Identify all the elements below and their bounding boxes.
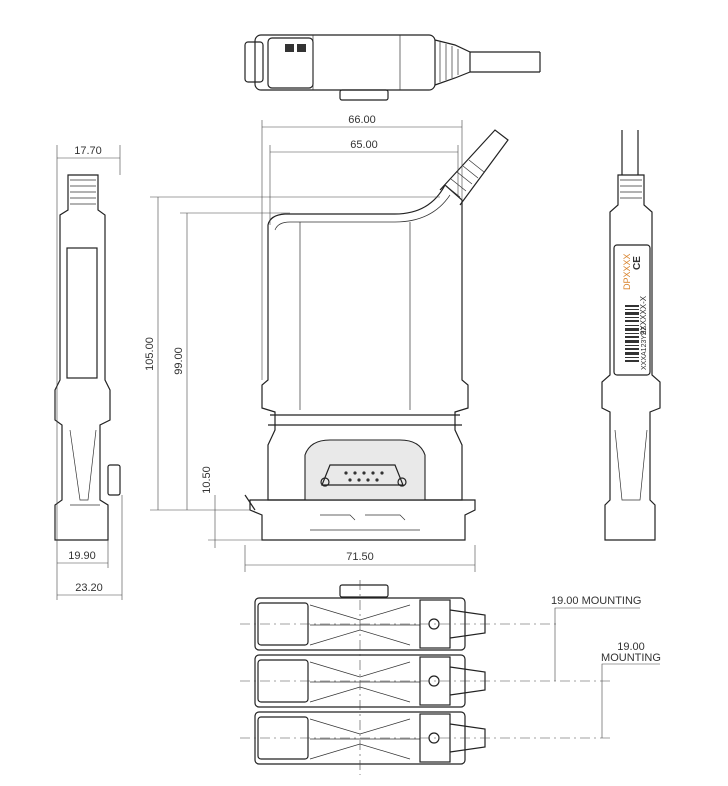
label-part-number: 9XXXXX-X bbox=[639, 295, 648, 335]
label-ce-mark: CE bbox=[632, 256, 643, 270]
front-dimensions: 66.00 65.00 105.00 99.00 10.50 71.50 bbox=[144, 114, 476, 572]
label-serial: XXXA123YZZ bbox=[641, 326, 648, 370]
dim-side-overall-width: 23.20 bbox=[75, 582, 103, 594]
dim-width-inner: 65.00 bbox=[350, 139, 378, 151]
right-side-view: DPXXXX 9XXXXX-X XXXA123YZZ CE bbox=[601, 130, 661, 541]
dim-base-height: 10.50 bbox=[201, 466, 213, 494]
dim-height-overall: 105.00 bbox=[144, 337, 156, 371]
dim-base-width: 71.50 bbox=[346, 551, 374, 563]
dim-width-overall: 66.00 bbox=[348, 114, 376, 126]
label-model: DPXXXX bbox=[622, 253, 632, 290]
mounting-dimensions: 19.00 MOUNTING 19.00 MOUNTING bbox=[551, 595, 661, 738]
top-view bbox=[244, 34, 541, 101]
dim-side-top-width: 17.70 bbox=[74, 145, 102, 157]
dim-mounting-2-label: MOUNTING bbox=[601, 652, 661, 664]
bottom-view bbox=[240, 580, 610, 775]
left-side-view: 17.70 19.90 23.20 bbox=[54, 145, 123, 600]
barcode bbox=[625, 305, 639, 362]
dim-side-base-width: 19.90 bbox=[68, 550, 96, 562]
front-view bbox=[244, 129, 509, 541]
product-label bbox=[613, 244, 651, 376]
dim-height-body: 99.00 bbox=[173, 347, 185, 375]
dim-mounting-1: 19.00 MOUNTING bbox=[551, 595, 641, 607]
dim-mounting-2-value: 19.00 bbox=[617, 641, 645, 653]
